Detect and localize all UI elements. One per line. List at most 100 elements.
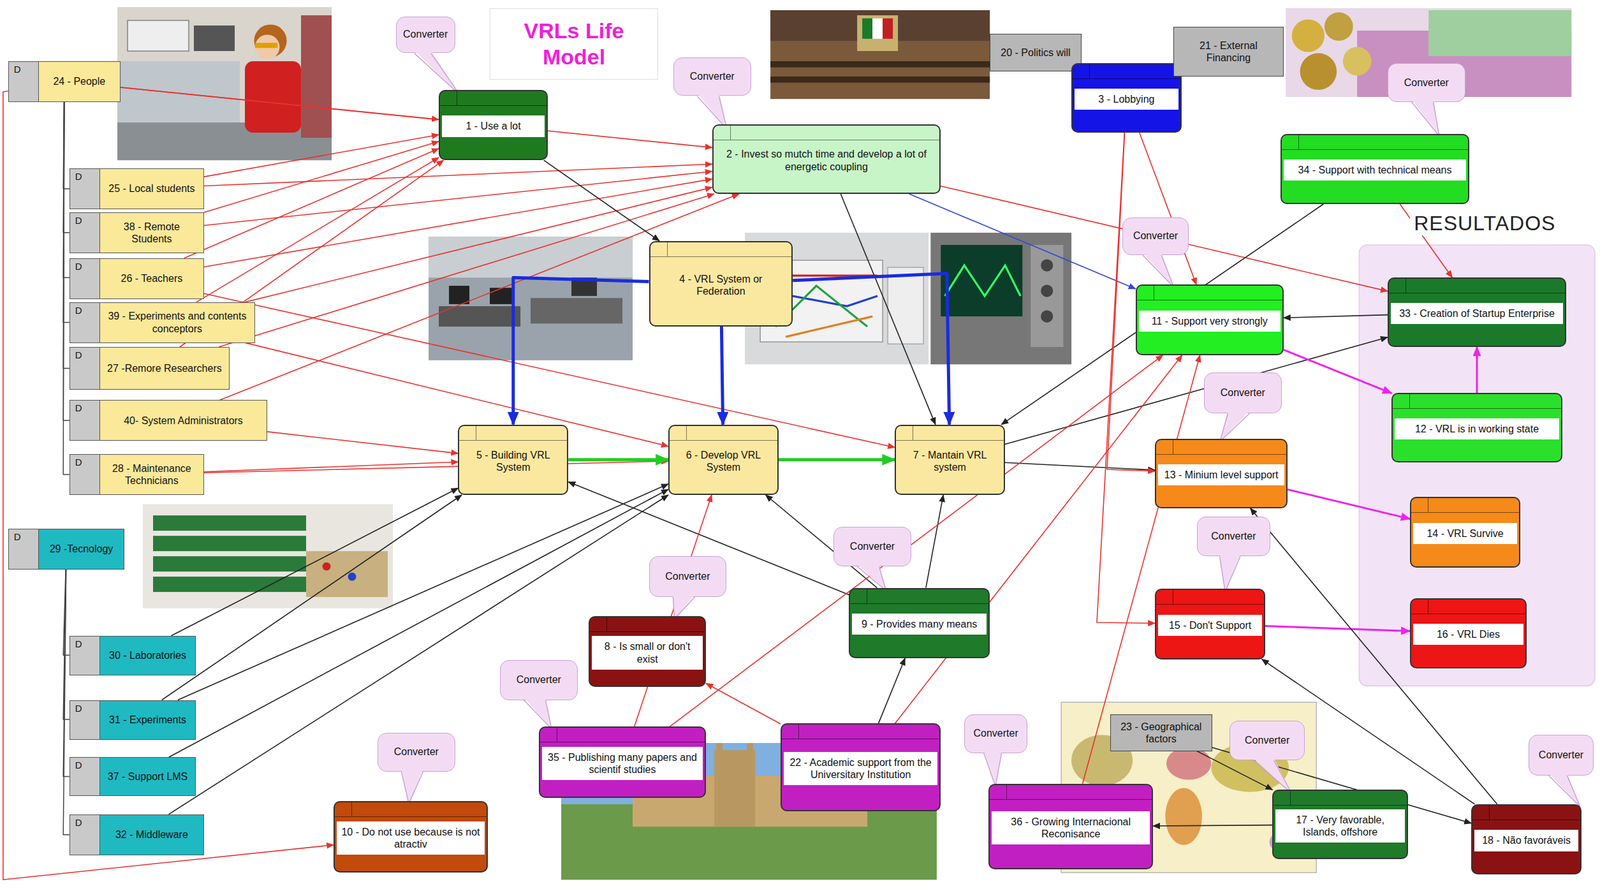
entry-label: 31 - Experiments xyxy=(109,713,187,726)
connector xyxy=(267,431,458,454)
box-label: 11 - Support very strongly xyxy=(1138,310,1281,332)
state-box: 4 - VRL System or Federation xyxy=(649,241,794,327)
entry-label: 26 - Teachers xyxy=(121,272,184,285)
actor-entry: D40- System Administrators xyxy=(69,399,268,441)
box-label: 3 - Lobbying xyxy=(1074,88,1179,110)
type-tab: D xyxy=(8,61,39,102)
connector xyxy=(1005,462,1155,470)
factor-label: 23 - Geographical factors xyxy=(1115,720,1207,745)
state-box: 8 - Is small or don't exist xyxy=(588,616,706,687)
type-tab: D xyxy=(70,347,101,389)
actor-entry: D24 - People xyxy=(8,61,121,103)
connector xyxy=(63,569,70,835)
box-tab xyxy=(1172,589,1174,604)
box-tab xyxy=(556,727,558,742)
type-tab: D xyxy=(70,258,101,299)
entry-label-area: 24 - People xyxy=(38,61,120,102)
face xyxy=(255,34,280,59)
entry-label-area: 31 - Experiments xyxy=(100,700,196,740)
box-header xyxy=(334,802,487,817)
state-box: 7 - Mantain VRL system xyxy=(894,424,1006,495)
state-box: 6 - Develop VRL System xyxy=(668,424,779,495)
connector xyxy=(1001,204,1324,425)
connector xyxy=(1139,132,1197,285)
callout-tail-outline xyxy=(983,753,1002,787)
state-box: 2 - Invest so mutch time and develop a l… xyxy=(712,124,941,194)
box-header xyxy=(713,125,940,141)
box-tab xyxy=(1409,394,1410,409)
converter-callout: Converter xyxy=(377,732,456,772)
box-label: 6 - Develop VRL System xyxy=(671,444,776,478)
connector xyxy=(204,179,713,268)
box-label: 12 - VRL is in working state xyxy=(1394,418,1559,440)
type-tag: D xyxy=(70,757,100,771)
state-box: 1 - Use a lot xyxy=(438,89,548,161)
box-tab xyxy=(1489,805,1490,820)
entry-label: 38 - Remote Students xyxy=(105,220,199,245)
callout-tail-outline xyxy=(414,52,460,95)
box-label: 2 - Invest so mutch time and develop a l… xyxy=(715,143,938,177)
box-tab xyxy=(1006,785,1007,800)
converter-callout: Converter xyxy=(964,714,1028,754)
box-label: 33 - Creation of Startup Enterprise xyxy=(1390,302,1564,324)
entry-label: 37 - Support LMS xyxy=(107,770,188,783)
connector xyxy=(792,273,950,425)
connector xyxy=(184,148,439,259)
converter-callout: Converter xyxy=(499,660,578,700)
person xyxy=(300,15,332,138)
technology-entry: D 37 - Support LMS xyxy=(69,756,196,796)
converter-callout: Converter xyxy=(1229,720,1305,761)
entry-label: 27 -Remore Researchers xyxy=(107,362,222,375)
diagram-title: VRLs Life Model xyxy=(490,17,658,71)
connector xyxy=(568,457,669,462)
state-box: 12 - VRL is in working state xyxy=(1391,392,1562,463)
connector xyxy=(204,134,439,177)
state-box: 35 - Publishing many papers and scientif… xyxy=(538,726,706,798)
callout-tail-fill xyxy=(1219,410,1250,442)
type-tab: D xyxy=(70,700,101,740)
box-label: 36 - Growing Internacional Reconisance xyxy=(991,811,1150,845)
pcb xyxy=(153,576,307,592)
connector xyxy=(705,683,781,725)
knob xyxy=(1040,309,1053,323)
connector xyxy=(878,658,906,724)
type-tab: D xyxy=(70,454,101,495)
callout-tail-fill xyxy=(1253,757,1292,793)
callout-tail-fill xyxy=(1548,772,1581,807)
knob xyxy=(1040,284,1053,297)
wall xyxy=(770,10,990,41)
state-box: 36 - Growing Internacional Reconisance xyxy=(988,783,1153,870)
entry-label-area: 37 - Support LMS xyxy=(100,757,196,796)
converter-callout: Converter xyxy=(1203,372,1282,414)
converter-callout: Converter xyxy=(1196,516,1271,557)
entry-label: 29 -Tecnology xyxy=(49,542,114,555)
wire xyxy=(785,316,873,337)
callout-tail-outline xyxy=(1219,556,1240,592)
component xyxy=(348,572,357,581)
box-label: 16 - VRL Dies xyxy=(1413,623,1523,645)
entry-label-area: 38 - Remote Students xyxy=(100,212,204,253)
box-label: 5 - Building VRL System xyxy=(461,444,566,478)
type-tag: D xyxy=(70,302,100,316)
box-label: 8 - Is small or don't exist xyxy=(591,635,703,669)
connector xyxy=(161,494,462,701)
connector xyxy=(840,193,936,425)
oscilloscope-photo xyxy=(930,232,1072,365)
box-tab xyxy=(1153,285,1155,300)
box-label: 10 - Do not use because is not atractiv xyxy=(336,821,485,855)
box-label: 4 - VRL System or Federation xyxy=(652,268,791,302)
entry-label-area: 40- System Administrators xyxy=(100,400,267,441)
callout-tail-outline xyxy=(1219,413,1250,442)
converter-callout: Converter xyxy=(1387,63,1466,103)
box-label: 13 - Minium level support xyxy=(1158,464,1285,486)
state-box: 14 - VRL Survive xyxy=(1409,496,1521,567)
actor-entry: D38 - Remote Students xyxy=(69,212,205,254)
entry-label-area: 25 - Local students xyxy=(100,168,204,209)
continent xyxy=(1165,787,1203,845)
converter-callout: Converter xyxy=(649,556,727,597)
box-tab xyxy=(1172,440,1174,455)
state-box: 18 - Não favoráveis xyxy=(1471,804,1582,875)
callout-tail-outline xyxy=(1548,775,1581,807)
connector xyxy=(543,160,660,241)
